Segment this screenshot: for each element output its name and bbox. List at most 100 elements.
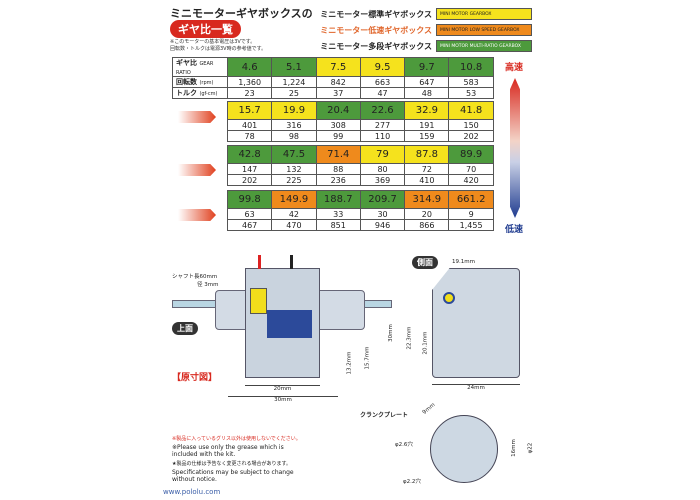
spec-note-en: Specifications may be subject to change … [172,469,294,483]
dim-22: φ22 [527,442,534,454]
rpm-cell: 70 [448,163,494,175]
rpm-cell: 72 [404,163,450,175]
torque-cell: 48 [404,87,450,99]
torque-cell: 53 [448,87,494,99]
row-unit: (rpm) [199,80,214,86]
gear-ratio-cell: 71.4 [315,145,361,164]
subtitle-badge: ギヤ比一覧 [170,20,241,38]
legend-lowspeed-label: ミニモーター低速ギヤボックス [320,26,432,35]
torque-cell: 420 [448,174,494,186]
gear-ratio-cell: 5.1 [271,57,317,77]
torque-cell: 369 [359,174,406,186]
torque-cell: 470 [271,219,317,231]
row-label-text: ギヤ比 [176,59,197,67]
gear-ratio-cell: 42.8 [226,145,273,164]
legend-standard-box: MINI MOTOR GEARBOX [436,8,532,20]
crank-plate [430,415,498,483]
blue-gear [267,310,312,338]
rpm-cell: 150 [448,119,494,131]
torque-cell: 467 [226,219,273,231]
torque-cell: 1,455 [448,219,494,231]
row-label-torque: トルク (gf-cm) [172,87,228,99]
gear-ratio-cell: 99.8 [226,190,273,209]
speed-gradient-arrow [510,78,520,218]
gear-ratio-cell: 4.6 [226,57,273,77]
voltage-note: ※このモーターの基本電圧は3Vです。 [170,39,256,45]
gear-ratio-cell: 9.7 [404,57,450,77]
side-view-badge: 側面 [412,256,438,269]
rpm-cell: 663 [359,76,406,88]
arrow-icon [178,164,216,176]
rpm-cell: 842 [315,76,361,88]
rpm-cell: 88 [315,163,361,175]
torque-cell: 23 [226,87,273,99]
row-label-rpm: 回転数 (rpm) [172,76,228,88]
actual-size-label: 【原寸図】 [172,373,218,383]
height-157-dim: 15.7mm [364,346,371,370]
crank-plate-label: クランクプレート [360,412,409,419]
hole-2-2-label: φ2.2穴 [403,479,421,485]
gear-ratio-cell: 149.9 [271,190,317,209]
shaft-length-label: シャフト長60mm [172,274,218,280]
dim-22-3: 22.3mm [406,326,413,350]
gear-ratio-cell: 89.9 [448,145,494,164]
gear-ratio-cell: 209.7 [359,190,406,209]
grease-note-jp: ※製品に入っているグリス以外は使用しないでください。 [172,436,301,442]
width-20-dim: 20mm [245,385,320,392]
rpm-cell: 30 [359,208,406,220]
hole-2-6-label: φ2.6穴 [395,442,413,448]
rpm-cell: 147 [226,163,273,175]
row-unit: (gf-cm) [199,91,218,97]
legend-multiratio-label: ミニモーター多段ギヤボックス [320,42,432,51]
rpm-cell: 583 [448,76,494,88]
output-shaft [443,292,455,304]
torque-cell: 37 [315,87,361,99]
torque-cell: 410 [404,174,450,186]
rpm-cell: 401 [226,119,273,131]
gear-ratio-cell: 79 [359,145,406,164]
rpm-cell: 191 [404,119,450,131]
dim-20-1: 20.1mm [422,331,429,355]
torque-cell: 851 [315,219,361,231]
rpm-cell: 9 [448,208,494,220]
legend-multiratio-box: MINI MOTOR MULTI-RATIO GEARBOX [436,40,532,52]
rpm-cell: 316 [271,119,317,131]
rpm-cell: 80 [359,163,406,175]
rpm-cell: 33 [315,208,361,220]
grease-note-en: ※Please use only the grease which is inc… [172,444,284,458]
top-view-badge: 上面 [172,322,198,335]
spec-note-jp: ★製品の仕様は予告なく変更される場合があります。 [172,461,291,467]
legend-lowspeed-box: MINI MOTOR LOW SPEED GEARBOX [436,24,532,36]
gear-ratio-cell: 15.7 [226,101,273,120]
dim-9: 9mm [421,402,437,416]
torque-cell: 159 [404,130,450,142]
row-label-text: トルク [176,89,197,97]
gear-ratio-cell: 661.2 [448,190,494,209]
gear-ratio-cell: 41.8 [448,101,494,120]
torque-cell: 98 [271,130,317,142]
website-link[interactable]: www.pololu.com [163,488,221,496]
torque-cell: 25 [271,87,317,99]
torque-cell: 110 [359,130,406,142]
rpm-cell: 308 [315,119,361,131]
arrow-icon [178,111,216,123]
width-30-dim: 30mm [228,396,338,403]
torque-cell: 866 [404,219,450,231]
torque-cell: 202 [226,174,273,186]
rpm-cell: 277 [359,119,406,131]
gear-ratio-cell: 32.9 [404,101,450,120]
